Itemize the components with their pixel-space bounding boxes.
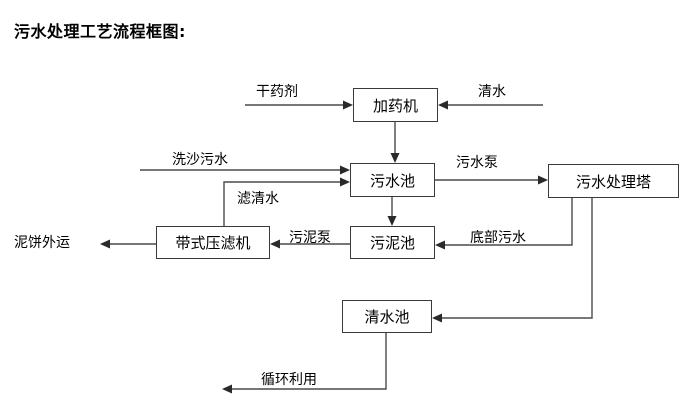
node-sludge-pool[interactable]: 污泥池 — [350, 226, 435, 259]
edge-label-sand-wash-water: 洗沙污水 — [172, 152, 228, 168]
node-dosing-machine[interactable]: 加药机 — [353, 88, 438, 122]
edge-label-sewage-pump: 污水泵 — [456, 155, 498, 171]
page-title: 污水处理工艺流程框图: — [14, 22, 186, 41]
node-treatment-tower[interactable]: 污水处理塔 — [548, 164, 679, 198]
edge-label-recycle-use: 循环利用 — [261, 372, 317, 388]
node-wastewater-pool[interactable]: 污水池 — [350, 163, 435, 197]
node-label: 污水处理塔 — [575, 172, 651, 191]
node-clear-water-pool[interactable]: 清水池 — [342, 300, 432, 333]
node-label: 污水池 — [369, 171, 415, 190]
node-belt-filter-press[interactable]: 带式压滤机 — [156, 226, 270, 259]
edge-label-sludge-pump: 污泥泵 — [289, 230, 331, 246]
terminal-label-mud-cake-out: 泥饼外运 — [14, 235, 70, 251]
edge-label-filtered-water: 滤清水 — [237, 191, 279, 207]
edge-label-dry-reagent: 干药剂 — [256, 84, 298, 100]
node-label: 带式压滤机 — [175, 234, 251, 252]
node-label: 加药机 — [372, 96, 418, 115]
node-label: 污泥池 — [369, 234, 415, 252]
edge-label-clean-water-in: 清水 — [478, 84, 506, 100]
edge-label-bottom-sewage: 底部污水 — [470, 230, 526, 246]
node-label: 清水池 — [364, 308, 410, 326]
